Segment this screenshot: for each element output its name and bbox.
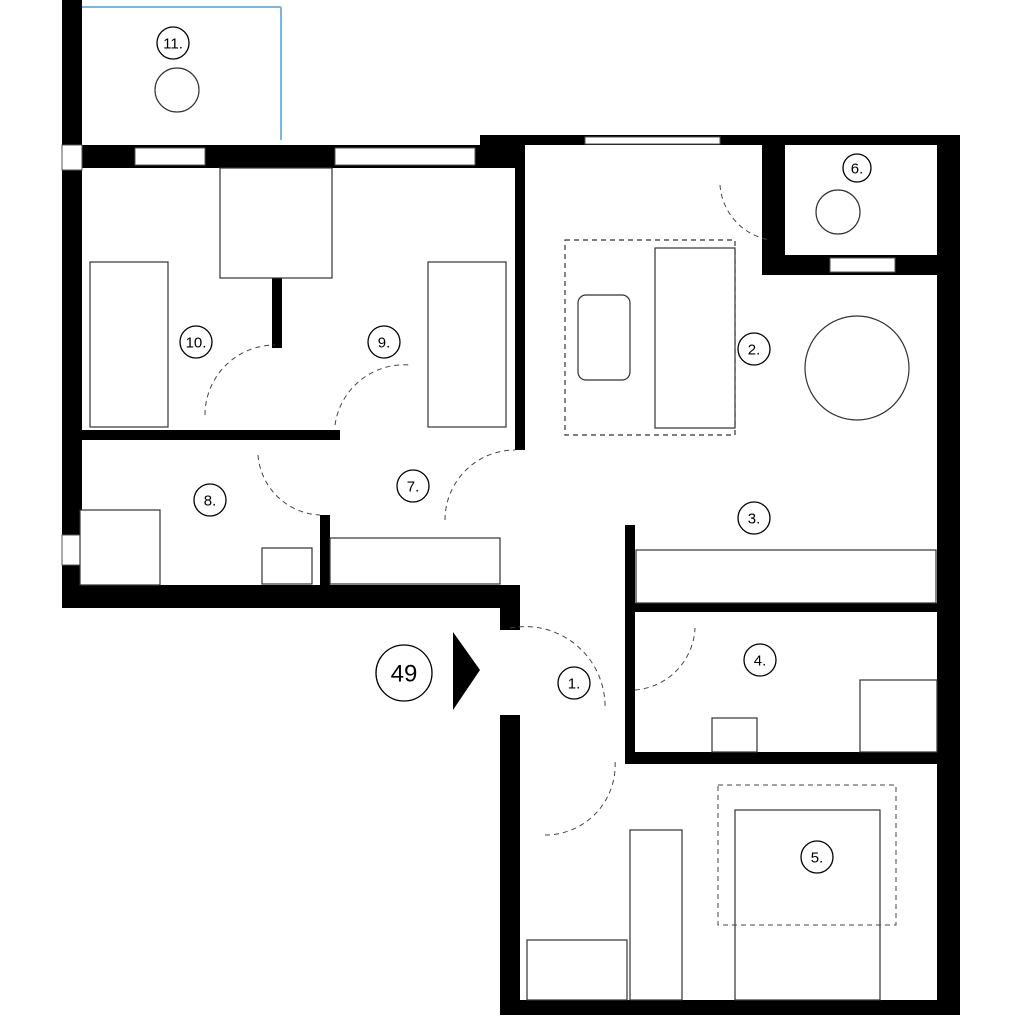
walls bbox=[62, 0, 960, 1015]
room-label-4: 4. bbox=[743, 643, 777, 677]
room-label-2: 2. bbox=[737, 332, 771, 366]
unit-number-badge: 49 bbox=[375, 632, 480, 710]
entrance-arrow-icon bbox=[453, 632, 480, 710]
room-label-7: 7. bbox=[396, 469, 430, 503]
room-number: 5. bbox=[811, 850, 824, 867]
room-label-3: 3. bbox=[737, 501, 771, 535]
room-number: 10. bbox=[186, 335, 207, 352]
room-label-8: 8. bbox=[193, 483, 227, 517]
room-number: 9. bbox=[378, 335, 391, 352]
room-label-5: 5. bbox=[800, 840, 834, 874]
room-number: 8. bbox=[204, 493, 217, 510]
room-label-1: 1. bbox=[557, 666, 591, 700]
room-number: 7. bbox=[407, 479, 420, 496]
furniture bbox=[79, 67, 938, 1001]
room-number: 4. bbox=[754, 653, 767, 670]
room-number: 11. bbox=[163, 36, 183, 53]
room-number: 6. bbox=[851, 161, 864, 178]
room-label-6: 6. bbox=[842, 153, 872, 183]
room-number: 2. bbox=[748, 342, 761, 359]
room-label-9: 9. bbox=[367, 325, 401, 359]
room-number: 3. bbox=[748, 511, 761, 528]
unit-number: 49 bbox=[391, 661, 418, 688]
doors bbox=[204, 184, 771, 836]
room-label-10: 10. bbox=[179, 325, 213, 359]
room-label-11: 11. bbox=[156, 26, 190, 60]
room-number: 1. bbox=[568, 676, 581, 693]
